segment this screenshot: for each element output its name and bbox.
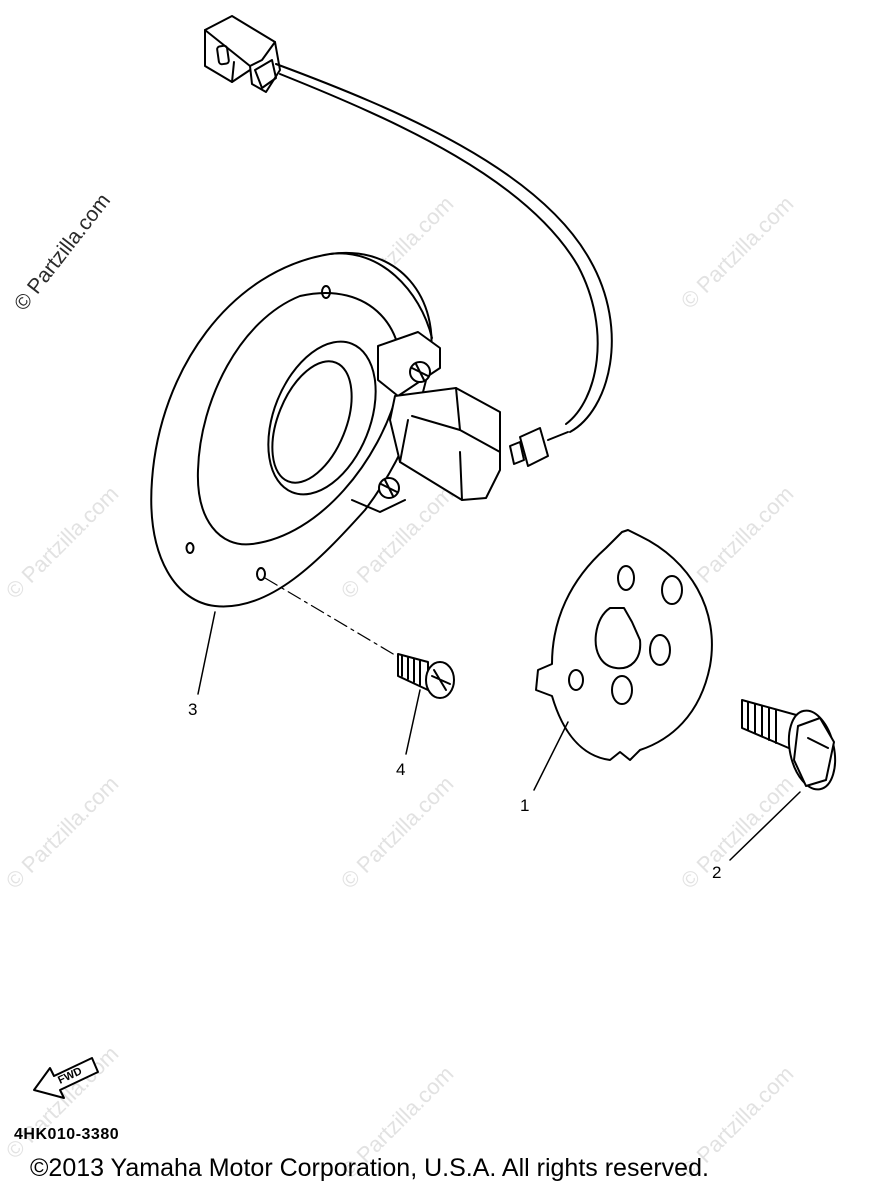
watermark: © Partzilla.com — [676, 191, 799, 314]
screw — [397, 653, 455, 699]
flange-bolt — [741, 699, 837, 791]
reluctor-plate — [535, 529, 713, 761]
callout-leaders — [197, 611, 801, 861]
base-plate — [150, 251, 433, 608]
leader-line — [264, 577, 401, 659]
callout-number-3: 3 — [188, 700, 197, 719]
watermark-side: © Partzilla.com — [10, 189, 115, 315]
watermark: © Partzilla.com — [336, 771, 459, 894]
callout-number-4: 4 — [396, 760, 405, 779]
callout-number-1: 1 — [520, 796, 529, 815]
watermark: © Partzilla.com — [10, 189, 115, 315]
diagram-part-code: 4HK010-3380 — [14, 1126, 120, 1143]
wire-connector — [204, 15, 281, 93]
callout-number-2: 2 — [712, 863, 721, 882]
watermark: © Partzilla.com — [676, 771, 799, 894]
watermark: © Partzilla.com — [1, 481, 124, 604]
wire-harness — [275, 63, 613, 433]
wire-terminal — [509, 427, 569, 467]
watermark: © Partzilla.com — [1, 1041, 124, 1164]
sensor-assembly — [351, 331, 501, 513]
fwd-arrow: FWD — [33, 1057, 99, 1099]
copyright-notice: ©2013 Yamaha Motor Corporation, U.S.A. A… — [30, 1154, 709, 1182]
watermark: © Partzilla.com — [1, 771, 124, 894]
